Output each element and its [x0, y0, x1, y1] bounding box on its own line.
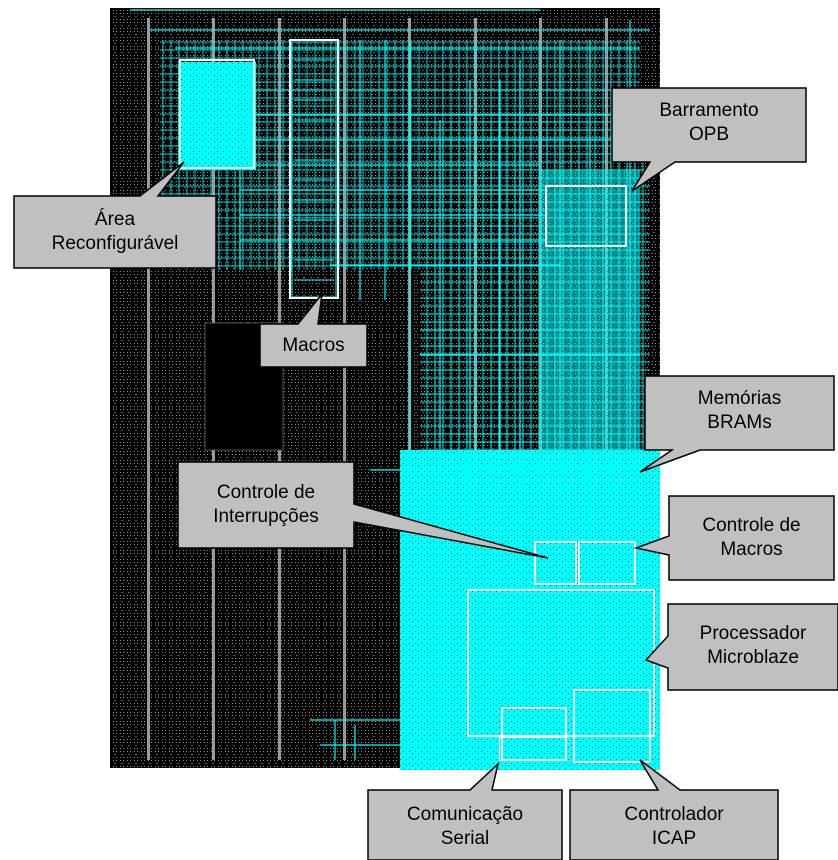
callout-controle-interrupcoes — [177, 461, 549, 559]
callout-comunicacao-serial — [367, 761, 563, 860]
callout-controle-macros — [633, 495, 835, 581]
callout-macros — [259, 291, 368, 368]
label-area-reconfiguravel-line1: Área — [94, 209, 136, 230]
callout-memorias-brams — [639, 375, 835, 473]
callout-processador — [644, 603, 838, 691]
callout-controlador-icap — [569, 759, 779, 860]
label-controle-interrupcoes: Controle de Interrupções — [178, 481, 354, 529]
label-barramento-opb: Barramento OPB — [612, 99, 806, 147]
label-barramento-opb-line1: Barramento — [659, 100, 759, 121]
label-processador: Processador Microblaze — [668, 622, 838, 670]
callout-area-reconfiguravel — [13, 161, 217, 269]
label-controle-macros-line2: Macros — [720, 539, 783, 560]
label-controle-interrupcoes-line1: Controle de — [216, 482, 316, 503]
label-memorias-brams-line2: BRAMs — [707, 412, 772, 433]
label-controlador-icap-line1: Controlador — [624, 804, 724, 825]
label-area-reconfiguravel: Área Reconfigurável — [14, 208, 216, 256]
label-processador-line2: Microblaze — [707, 647, 799, 668]
icap-controller-outline — [573, 689, 651, 763]
label-comunicacao-serial-line2: Serial — [440, 828, 490, 849]
interrupt-controller-outline — [534, 541, 577, 585]
label-macros: Macros — [260, 334, 367, 358]
callout-barramento-opb — [611, 87, 807, 192]
label-controlador-icap: Controlador ICAP — [570, 803, 778, 851]
opb-bus-outline — [545, 185, 627, 247]
label-controle-interrupcoes-line2: Interrupções — [213, 506, 319, 527]
label-macros-line1: Macros — [282, 335, 345, 356]
label-memorias-brams-line1: Memórias — [697, 388, 782, 409]
label-controle-macros-line1: Controle de — [702, 515, 801, 536]
label-barramento-opb-line2: OPB — [688, 124, 730, 145]
macros-outline — [289, 39, 339, 299]
callouts — [13, 87, 838, 860]
module-outlines — [179, 39, 655, 763]
label-processador-line1: Processador — [699, 623, 807, 644]
label-area-reconfiguravel-line2: Reconfigurável — [51, 233, 179, 254]
label-memorias-brams: Memórias BRAMs — [645, 387, 834, 435]
reconfigurable-area-outline — [179, 59, 255, 169]
label-controle-macros: Controle de Macros — [669, 514, 834, 562]
macro-controller-outline — [578, 541, 636, 585]
label-comunicacao-serial-line1: Comunicação — [406, 804, 524, 825]
label-comunicacao-serial: Comunicação Serial — [368, 803, 562, 851]
label-controlador-icap-line2: ICAP — [651, 828, 697, 849]
